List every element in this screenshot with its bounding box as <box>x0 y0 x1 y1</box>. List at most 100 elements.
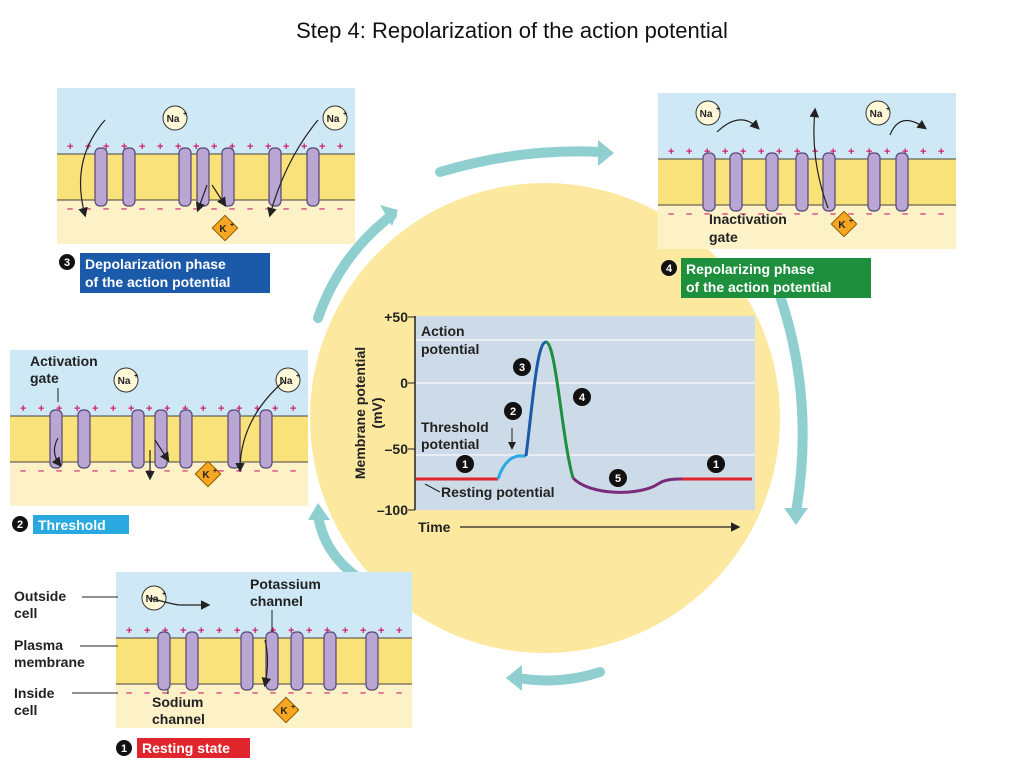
negative-charge: – <box>175 203 181 215</box>
negative-charge: – <box>272 465 278 477</box>
channel-protein-subunit <box>365 631 379 691</box>
inactivation-gate-label: Inactivation <box>709 211 787 227</box>
positive-charge: + <box>121 141 127 153</box>
negative-charge: – <box>319 203 325 215</box>
ion-charge: + <box>291 704 295 711</box>
channel-protein-subunit <box>323 631 337 691</box>
negative-charge: – <box>360 687 366 699</box>
sodium-ion <box>113 367 139 393</box>
stage-label-depolarization: 3 Depolarization phase of the action pot… <box>59 253 270 293</box>
negative-charge: – <box>234 687 240 699</box>
positive-charge: + <box>74 403 80 415</box>
positive-charge: + <box>290 403 296 415</box>
negative-charge: – <box>776 208 782 220</box>
positive-charge: + <box>193 141 199 153</box>
negative-charge: – <box>216 687 222 699</box>
positive-charge: + <box>794 146 800 158</box>
negative-charge: – <box>74 465 80 477</box>
channel-protein-subunit <box>179 409 193 469</box>
negative-charge: – <box>92 465 98 477</box>
positive-charge: + <box>301 141 307 153</box>
sodium-ion-label: Na <box>700 109 713 120</box>
positive-charge: + <box>218 403 224 415</box>
negative-charge: – <box>157 203 163 215</box>
channel-protein-subunit <box>157 631 171 691</box>
positive-charge: + <box>234 625 240 637</box>
negative-charge: – <box>794 208 800 220</box>
sodium-ion-label: Na <box>327 114 340 125</box>
stage-label-repolarizing: 4 Repolarizing phase of the action poten… <box>661 258 871 298</box>
ion-charge: + <box>162 591 166 598</box>
ion-charge: + <box>183 111 187 118</box>
y-axis-label: Membrane potential <box>352 347 368 479</box>
channel-protein-subunit <box>729 152 743 212</box>
negative-charge: – <box>686 208 692 220</box>
potassium-ion <box>830 210 858 238</box>
channel-protein-subunit <box>185 631 199 691</box>
negative-charge: – <box>198 687 204 699</box>
positive-charge: + <box>319 141 325 153</box>
ion-charge: + <box>134 373 138 380</box>
ion-charge: + <box>213 468 217 475</box>
positive-charge: + <box>38 403 44 415</box>
channel-protein-subunit <box>227 409 241 469</box>
extracellular-fluid <box>57 88 355 154</box>
stage-label-box <box>80 253 270 293</box>
negative-charge: – <box>866 208 872 220</box>
stage-number: 2 <box>17 519 23 531</box>
stage-label-text: Depolarization phase <box>85 256 226 272</box>
cycle-arrowhead <box>380 205 398 226</box>
channel-protein-subunit <box>94 147 108 207</box>
y-tick-label: –100 <box>377 502 408 518</box>
sodium-ion-label: Na <box>167 114 180 125</box>
inside-cell-label: cell <box>14 702 37 718</box>
threshold-panel: +–+–+–+–+–+–+–+–+–+–+–+–+–+–+–+–Na+Na+K+ <box>10 350 308 506</box>
sodium-ion <box>695 100 721 126</box>
positive-charge: + <box>126 625 132 637</box>
negative-charge: – <box>848 208 854 220</box>
positive-charge: + <box>884 146 890 158</box>
negative-charge: – <box>180 687 186 699</box>
negative-charge: – <box>396 687 402 699</box>
potassium-ion-label: K <box>202 470 210 481</box>
membrane-side-labels: Outside cell Plasma membrane Inside cell… <box>14 211 787 727</box>
positive-charge: + <box>157 141 163 153</box>
channel-protein-subunit <box>131 409 145 469</box>
channel-protein-subunit <box>154 409 168 469</box>
positive-charge: + <box>198 625 204 637</box>
positive-charge: + <box>830 146 836 158</box>
negative-charge: – <box>146 465 152 477</box>
positive-charge: + <box>686 146 692 158</box>
stage-label-text: Resting state <box>142 740 230 756</box>
positive-charge: + <box>342 625 348 637</box>
stage-label-text: Repolarizing phase <box>686 261 815 277</box>
positive-charge: + <box>337 141 343 153</box>
outside-cell-label: cell <box>14 605 37 621</box>
potassium-channel-label: Potassium <box>250 576 321 592</box>
negative-charge: – <box>342 687 348 699</box>
repolarization-trace <box>545 340 575 479</box>
y-axis-label: (mV) <box>369 397 385 428</box>
stage-label-resting: 1 Resting state <box>116 738 250 758</box>
threshold-potential-label: Threshold <box>421 419 489 435</box>
cycle-arrowhead <box>598 140 614 166</box>
sodium-ion <box>865 100 891 126</box>
negative-charge: – <box>884 208 890 220</box>
positive-charge: + <box>247 141 253 153</box>
negative-charge: – <box>337 203 343 215</box>
positive-charge: + <box>254 403 260 415</box>
plasma-membrane-label: Plasma <box>14 637 63 653</box>
positive-charge: + <box>128 403 134 415</box>
repolarizing-panel: +–+–+–+–+–+–+–+–+–+–+–+–+–+–+–+–Na+Na+K+ <box>658 93 956 249</box>
outside-cell-label: Outside <box>14 588 66 604</box>
positive-charge: + <box>270 625 276 637</box>
cycle-arrows <box>313 146 808 686</box>
positive-charge: + <box>175 141 181 153</box>
sodium-ion <box>141 585 167 611</box>
ion-flow-arrow <box>716 119 760 133</box>
negative-charge: – <box>740 208 746 220</box>
positive-charge: + <box>740 146 746 158</box>
membrane-potential-graph: +50 0 –50 –100 Membrane potential (mV) T… <box>352 309 755 535</box>
depolarization-trace <box>524 340 547 457</box>
negative-charge: – <box>139 203 145 215</box>
